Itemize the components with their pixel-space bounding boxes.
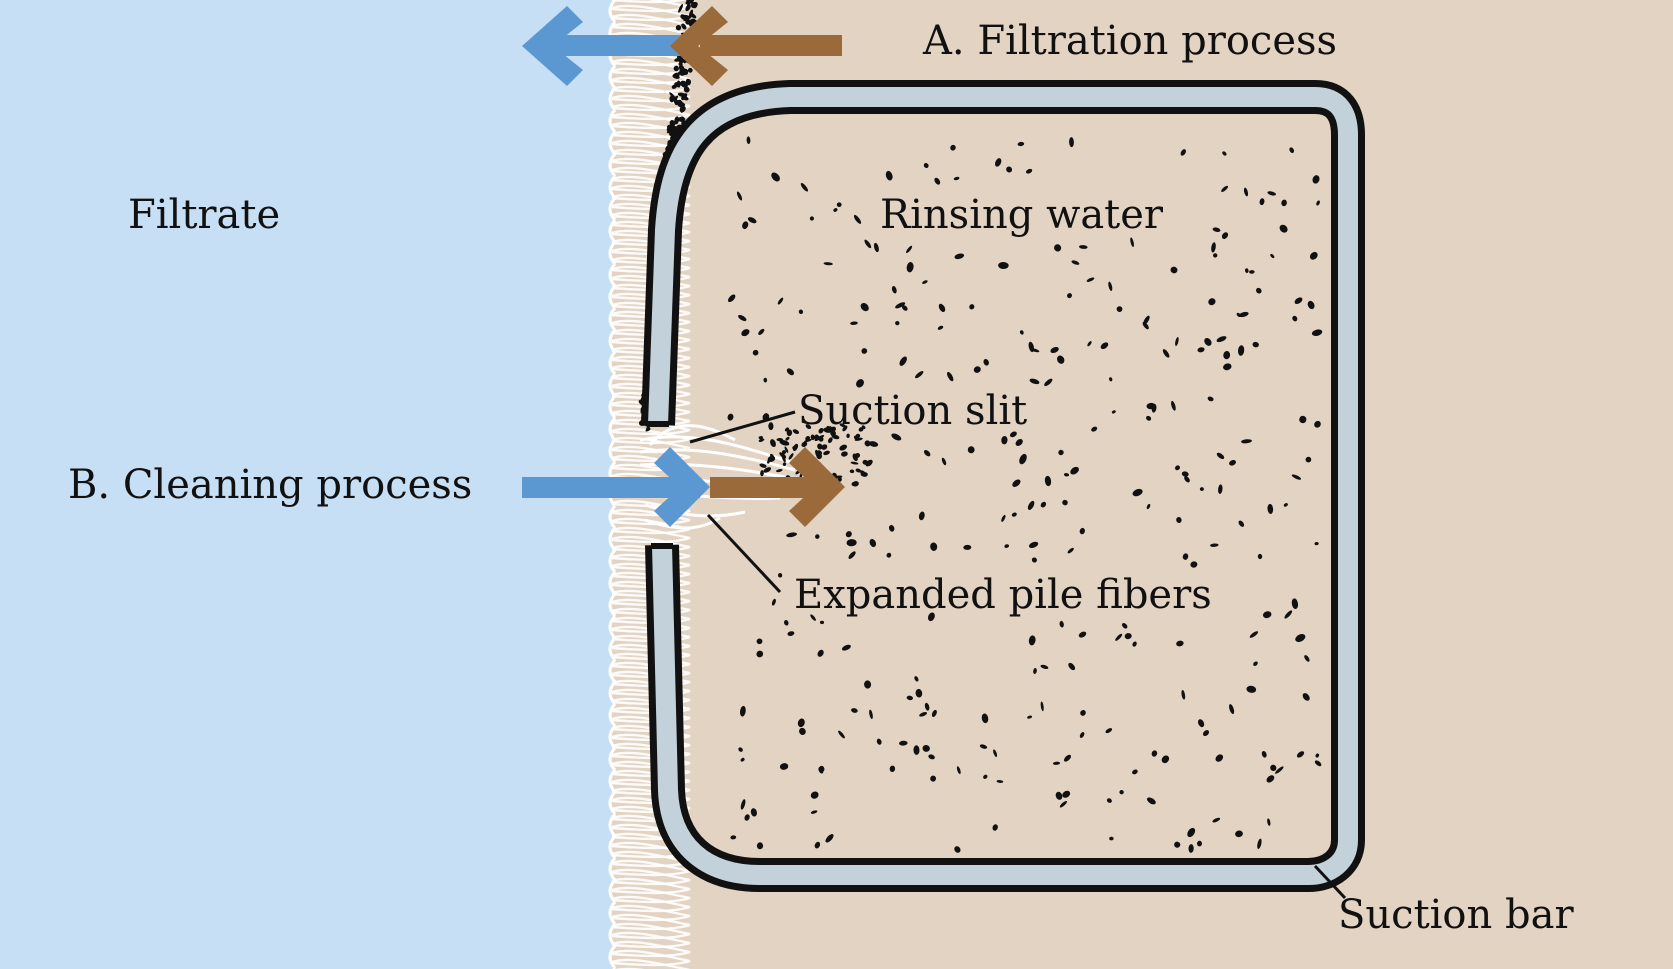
suction-slit-label: Suction slit [798,388,1027,434]
suction-bar-wall [648,87,1358,885]
slit-cap-lower [651,543,673,549]
filtration-filtrate-arrow [522,6,692,86]
rinsing-particles [727,136,1323,853]
expanded-pile-fibers-label: Expanded pile fibers [794,572,1212,618]
slit-cap-upper [647,421,669,427]
suction-bar-label: Suction bar [1338,892,1574,938]
expanded-fibers-leader [706,513,782,594]
cleaning-water-arrow [522,447,710,527]
filtrate-region [0,0,612,969]
cleaning-sludge-arrow [710,447,845,527]
filtration-process-label: A. Filtration process [922,18,1337,64]
rinsing-water-label: Rinsing water [880,192,1164,238]
suction-bar-leader [1313,864,1347,900]
filtration-sludge-arrow [670,6,842,86]
suction-slit-leader [689,410,796,444]
cleaning-process-label: B. Cleaning process [68,462,472,508]
filtrate-label: Filtrate [128,192,280,238]
